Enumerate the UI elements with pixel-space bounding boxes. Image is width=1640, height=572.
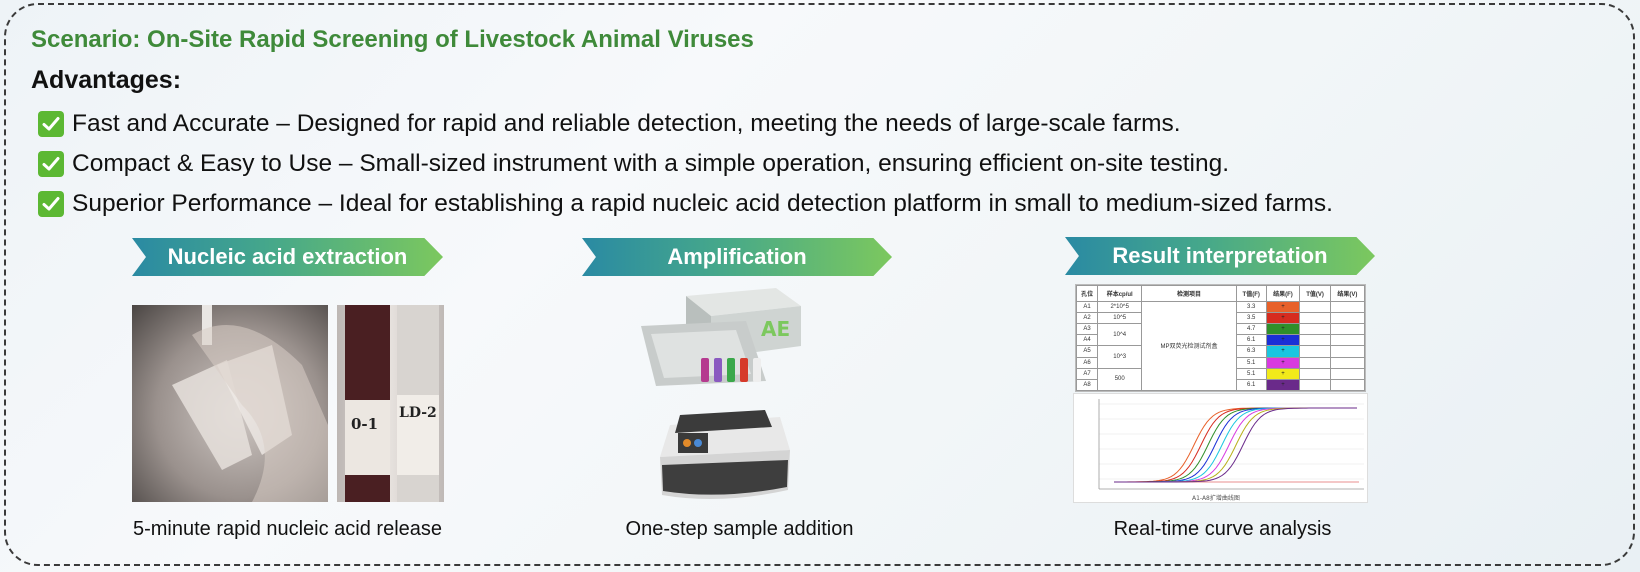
table-cell	[1329, 300, 1365, 314]
table-cell: 2*10^5	[1097, 300, 1143, 314]
stage-banner-amplification: Amplification	[582, 238, 892, 276]
table-header: 检测项目	[1141, 285, 1237, 302]
table-header: 孔位	[1076, 285, 1099, 302]
table-cell: 6.3	[1235, 345, 1267, 358]
table-cell	[1299, 378, 1331, 391]
caption-result: Real-time curve analysis	[1113, 518, 1332, 540]
reagent-kit-image: AE	[636, 286, 812, 406]
stage-banner-result: Result interpretation	[1065, 237, 1375, 275]
table-header: 结果(V)	[1329, 285, 1365, 302]
table-cell	[1329, 367, 1365, 380]
table-cell: A6	[1076, 356, 1099, 369]
result-cell: +	[1265, 378, 1301, 391]
table-cell: A1	[1076, 300, 1099, 314]
advantage-item: Compact & Easy to Use – Small-sized inst…	[38, 144, 1333, 184]
table-cell: A7	[1076, 367, 1099, 380]
table-cell	[1329, 312, 1365, 325]
table-cell	[1299, 334, 1331, 347]
advantage-item: Fast and Accurate – Designed for rapid a…	[38, 104, 1333, 144]
table-header: 结果(F)	[1265, 285, 1301, 302]
table-cell: 6.1	[1235, 378, 1267, 391]
checkmark-icon	[38, 151, 64, 177]
table-cell: A2	[1076, 312, 1099, 325]
table-cell: MP双荧光检测试剂盒	[1141, 300, 1237, 391]
checkmark-icon	[38, 111, 64, 137]
table-cell	[1299, 300, 1331, 314]
table-header: T值(F)	[1235, 285, 1267, 302]
table-cell: 10^4	[1097, 323, 1143, 347]
table-cell	[1329, 334, 1365, 347]
table-cell: 5.1	[1235, 356, 1267, 369]
results-table-image: 孔位 样本cp/ul 检测项目 T值(F) 结果(F) T值(V) 结果(V) …	[1075, 284, 1366, 392]
table-cell: 500	[1097, 367, 1143, 391]
table-cell: 10^3	[1097, 345, 1143, 369]
result-cell: +	[1265, 367, 1301, 380]
vial-label-left: 0-1	[351, 415, 379, 433]
advantages-list: Fast and Accurate – Designed for rapid a…	[38, 104, 1333, 224]
advantage-text: Fast and Accurate – Designed for rapid a…	[72, 110, 1181, 137]
result-cell: +	[1265, 323, 1301, 336]
result-cell: +	[1265, 356, 1301, 369]
result-cell: +	[1265, 312, 1301, 325]
table-cell	[1299, 312, 1331, 325]
advantage-text: Superior Performance – Ideal for establi…	[72, 190, 1333, 217]
dashed-frame	[4, 3, 1635, 566]
table-cell: 6.1	[1235, 334, 1267, 347]
result-cell: +	[1265, 300, 1301, 314]
table-cell: A5	[1076, 345, 1099, 358]
table-header: T值(V)	[1299, 285, 1331, 302]
table-cell: 5.1	[1235, 367, 1267, 380]
advantage-item: Superior Performance – Ideal for establi…	[38, 184, 1333, 224]
checkmark-icon	[38, 191, 64, 217]
reagent-vials-photo: 0-1 LD-2	[337, 305, 444, 502]
caption-extraction: 5-minute rapid nucleic acid release	[132, 518, 443, 540]
table-cell	[1299, 345, 1331, 358]
caption-amplification: One-step sample addition	[625, 518, 854, 540]
table-cell: 10^5	[1097, 312, 1143, 325]
pcr-tubes-photo	[132, 305, 328, 502]
table-cell: A4	[1076, 334, 1099, 347]
curve-chart-title: A1-A8扩增曲线图	[1192, 494, 1240, 502]
table-cell: 4.7	[1235, 323, 1267, 336]
table-cell	[1299, 356, 1331, 369]
table-cell: 3.5	[1235, 312, 1267, 325]
vial-label-right: LD-2	[399, 405, 437, 421]
amplification-device-image	[650, 405, 795, 505]
table-cell	[1329, 378, 1365, 391]
advantage-text: Compact & Easy to Use – Small-sized inst…	[72, 150, 1230, 177]
table-cell	[1329, 356, 1365, 369]
table-cell: 3.3	[1235, 300, 1267, 314]
table-cell: A3	[1076, 323, 1099, 336]
amplification-curve-image: A1-A8扩增曲线图	[1073, 393, 1368, 503]
svg-text:AE: AE	[761, 317, 790, 341]
table-cell	[1329, 345, 1365, 358]
advantages-heading: Advantages:	[31, 66, 182, 94]
table-cell: A8	[1076, 378, 1099, 391]
table-cell	[1299, 323, 1331, 336]
amplification-curve	[1114, 407, 1357, 483]
result-cell: +	[1265, 345, 1301, 358]
stage-banner-extraction: Nucleic acid extraction	[132, 238, 443, 276]
table-cell	[1299, 367, 1331, 380]
table-header: 样本cp/ul	[1097, 285, 1143, 302]
table-cell	[1329, 323, 1365, 336]
result-cell: +	[1265, 334, 1301, 347]
page-title: Scenario: On-Site Rapid Screening of Liv…	[31, 26, 754, 53]
